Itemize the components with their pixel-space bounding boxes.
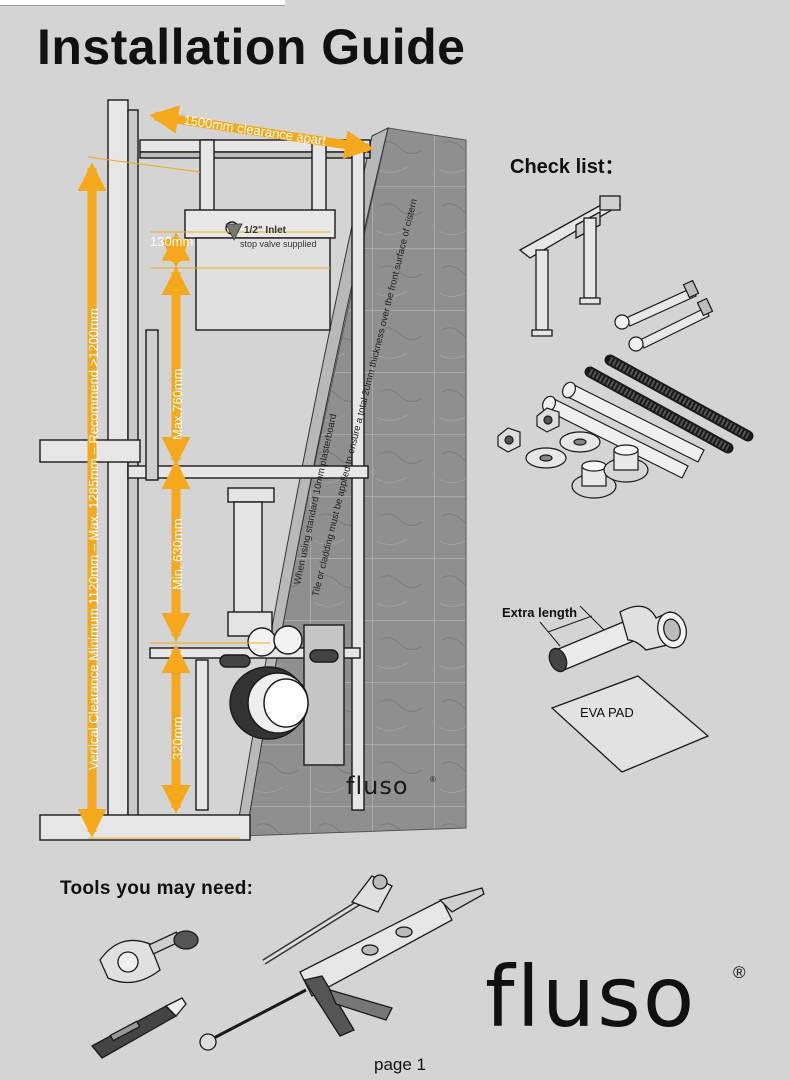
threaded-rods-icon [584,354,754,454]
eva-pad-icon [550,675,710,773]
brand-logo: fluso [485,948,697,1046]
cistern [184,209,336,331]
page-number: page 1 [374,1055,426,1074]
eva-pad-label: EVA PAD [580,705,634,720]
bolts-icon [614,279,714,352]
min-630-label: Min. 630mm [170,518,185,590]
wall-brand-logo: fluso [346,772,409,800]
checklist-title: Check list： [510,156,625,178]
ratchet-wrench-icon [262,874,393,965]
top-edge-bar [0,0,285,6]
elbow-pipe-icon [539,605,687,673]
sleeves-icon [541,381,705,479]
clearance-apart-arrow [149,105,374,159]
utility-knife-icon [90,997,187,1059]
stop-valve-label: stop valve supplied [240,239,317,249]
wall-brand-reg: ® [430,775,436,784]
bracket-icon [518,195,622,337]
caulking-gun-icon [199,887,485,1051]
flush-pipe [219,487,345,766]
vertical-clearance-label: Vertical Clearance Minimum 1120mm – Max.… [86,308,101,770]
inlet-label: 1/2" Inlet [244,225,287,236]
nuts-washers-icon [497,407,649,499]
dim-130-label: 130mm [150,234,193,249]
page-title: Installation Guide [37,19,466,75]
extra-length-label: Extra length [502,605,577,620]
max-760-label: Max.760mm [170,368,185,440]
pipe-cutter-icon [99,930,199,984]
brand-reg-mark: ® [733,963,746,982]
tools-title: Tools you may need: [60,878,254,899]
dim-320-label: 320mm [170,717,185,760]
